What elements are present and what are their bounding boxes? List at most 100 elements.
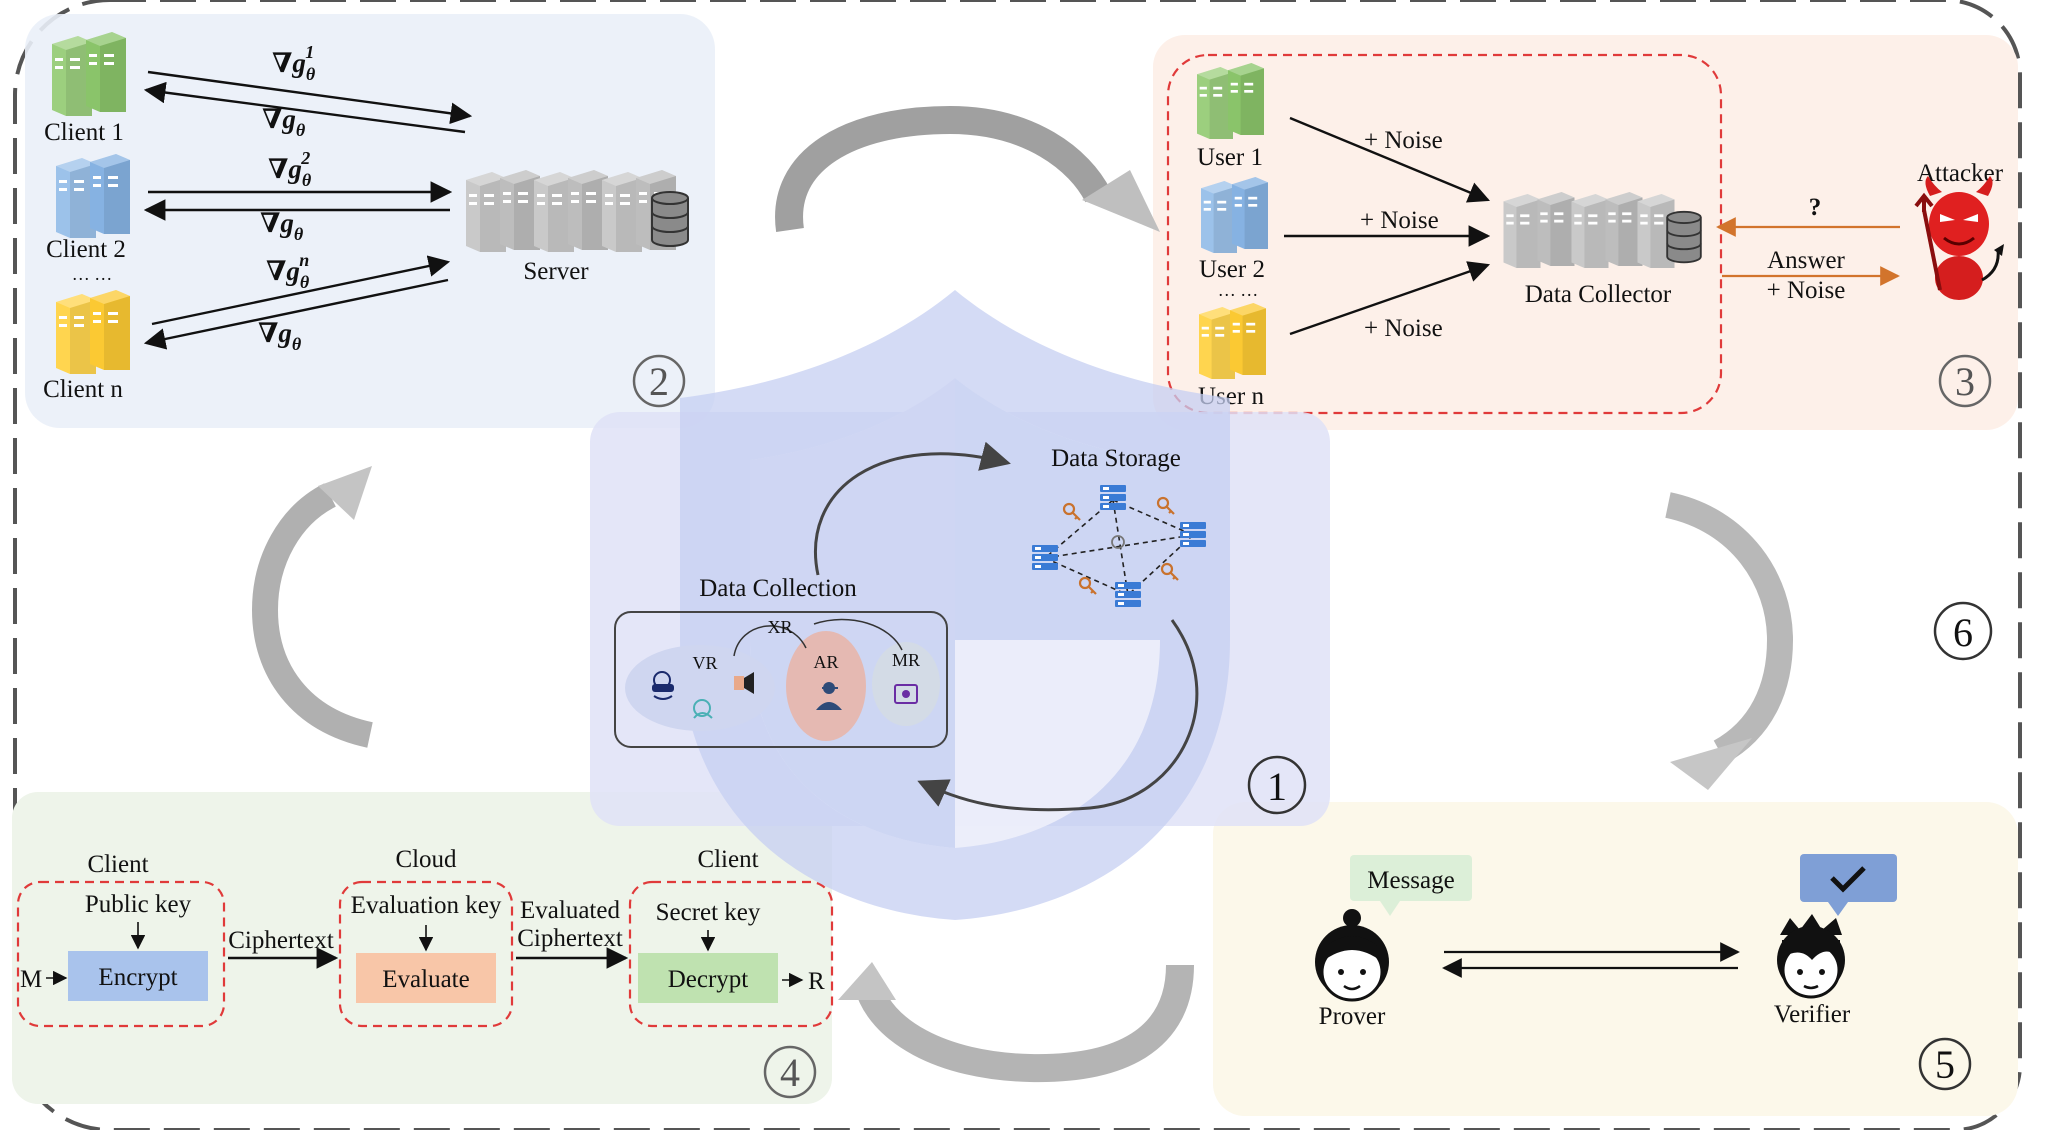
evaluated-ciphertext-label: Ciphertext xyxy=(517,925,623,952)
message-bubble xyxy=(1350,855,1472,901)
evaluate-dashed-box xyxy=(338,880,514,1028)
cycle-arrows xyxy=(251,105,1794,1083)
usern-server-icon-b xyxy=(1230,303,1266,375)
xr-link-vr-ar xyxy=(733,625,807,657)
usern-server-icon xyxy=(1199,307,1235,379)
central-server-icon xyxy=(466,170,690,252)
arrow-usern-to-collector xyxy=(1289,261,1491,336)
arrow-user1-to-collector xyxy=(1289,116,1490,203)
vr-headset-icon xyxy=(652,671,674,700)
panel-differential-privacy: User 1 User 2 … … User n Data Collector … xyxy=(1153,35,2018,430)
vr-label: VR xyxy=(692,653,717,673)
data-collector-label: Data Collector xyxy=(1525,281,1672,308)
gradient-global-label-1: ∇gθ xyxy=(262,104,306,140)
shield-watermark-icon xyxy=(680,290,1230,920)
result-r-label: R xyxy=(808,968,825,995)
encrypt-box xyxy=(68,951,208,1001)
panel1-number: 1 xyxy=(1267,764,1287,809)
ar-label: AR xyxy=(813,652,838,672)
clients-ellipsis: … … xyxy=(72,264,113,284)
cycle-arrow-bottom xyxy=(854,964,1194,1083)
verifier-avatar-icon xyxy=(1777,914,1845,999)
user2-server-icon-b xyxy=(1232,177,1268,249)
arrow-server-to-clientn xyxy=(143,278,449,350)
cycle-arrow-bottom-head xyxy=(838,962,896,1000)
client2-server-icon-b xyxy=(90,154,130,234)
panel3-red-dashed-box xyxy=(1166,53,1723,415)
noise-label-usern: + Noise xyxy=(1364,315,1443,342)
decrypt-box xyxy=(638,953,778,1003)
cycle-arrow-top-head xyxy=(1082,170,1160,232)
client2-label: Client 2 xyxy=(46,236,126,263)
check-bubble-tail xyxy=(1828,902,1848,916)
panel5-number: 5 xyxy=(1935,1042,1955,1087)
clientn-server-icon-b xyxy=(90,290,130,370)
vr-region xyxy=(625,645,775,731)
server-label: Server xyxy=(523,258,589,285)
data-storage-label: Data Storage xyxy=(1051,445,1181,472)
data-collection-label: Data Collection xyxy=(699,575,857,602)
distributed-storage-network xyxy=(1032,485,1206,607)
arrow-server-to-client1 xyxy=(143,81,466,134)
panel6-number: 6 xyxy=(1953,610,1973,655)
client1-server-icon-b xyxy=(86,32,126,112)
panel4-number-circle xyxy=(763,1045,817,1099)
query-question-mark: ? xyxy=(1809,194,1822,221)
noise-label-user1: + Noise xyxy=(1364,127,1443,154)
checkmark-icon xyxy=(1830,866,1866,893)
evaluated-label: Evaluated xyxy=(520,897,620,924)
gradient-global-label-2: ∇gθ xyxy=(260,208,304,244)
public-key-label: Public key xyxy=(85,891,192,918)
devil-attacker-icon xyxy=(1914,176,2004,300)
user1-server-icon-b xyxy=(1228,63,1264,135)
decrypt-label: Decrypt xyxy=(668,966,749,993)
noise-label-user2: + Noise xyxy=(1360,207,1439,234)
client-right-label: Client xyxy=(697,846,758,873)
ar-user-icon xyxy=(816,682,842,710)
evaluate-label: Evaluate xyxy=(382,966,469,993)
user2-label: User 2 xyxy=(1199,256,1265,283)
panel2-number: 2 xyxy=(649,359,669,404)
xr-link-ar-mr xyxy=(813,618,903,651)
client1-label: Client 1 xyxy=(44,119,124,146)
vr-controller-icon xyxy=(734,672,754,694)
panel5-number-circle xyxy=(1918,1037,1972,1091)
panel-zero-knowledge-proof: Message Prover Verifier 5 xyxy=(1213,802,2018,1116)
message-label: Message xyxy=(1367,867,1454,894)
gradient-clientn-label: ∇gθn xyxy=(266,250,310,292)
panel-federated-learning: Client 1 Client 2 … … Client n Server ∇g… xyxy=(25,14,715,428)
answer-label: Answer xyxy=(1767,247,1845,274)
prover-label: Prover xyxy=(1319,1003,1386,1030)
arrow-client1-to-server xyxy=(147,70,473,125)
encrypt-dashed-box xyxy=(16,880,226,1028)
decrypt-dashed-box xyxy=(628,880,834,1028)
encrypt-label: Encrypt xyxy=(98,964,177,991)
user1-label: User 1 xyxy=(1197,144,1263,171)
ciphertext-label: Ciphertext xyxy=(228,927,334,954)
data-collector-icon xyxy=(1503,192,1702,268)
mr-eye-icon xyxy=(894,684,918,704)
panel3-number-circle xyxy=(1938,354,1992,408)
panel-homomorphic-encryption: Client Cloud Client Public key Evaluatio… xyxy=(12,792,834,1104)
gradient-client1-label: ∇gθ1 xyxy=(272,42,316,84)
cycle-arrow-right-head xyxy=(1670,738,1752,790)
prover-avatar-icon xyxy=(1315,909,1389,1002)
xr-devices-container xyxy=(614,611,948,748)
message-bubble-tail xyxy=(1380,901,1400,916)
panel3-number: 3 xyxy=(1955,359,1975,404)
cycle-arrow-right xyxy=(1664,492,1794,764)
user1-server-icon xyxy=(1197,67,1233,139)
panel6-number-circle xyxy=(1933,601,1993,661)
secret-key-label: Secret key xyxy=(656,899,761,926)
gradient-global-label-3: ∇gθ xyxy=(258,318,302,354)
client-left-label: Client xyxy=(87,851,148,878)
check-bubble xyxy=(1800,854,1897,902)
panel2-number-circle xyxy=(632,354,686,408)
panel2-background xyxy=(25,14,715,428)
verifier-label: Verifier xyxy=(1774,1001,1851,1028)
evaluate-box xyxy=(356,953,496,1003)
arrow-storage-to-collection xyxy=(917,619,1199,812)
answer-noise-label: + Noise xyxy=(1767,277,1846,304)
cycle-arrow-left-head xyxy=(318,466,372,520)
panel4-background xyxy=(12,792,832,1104)
